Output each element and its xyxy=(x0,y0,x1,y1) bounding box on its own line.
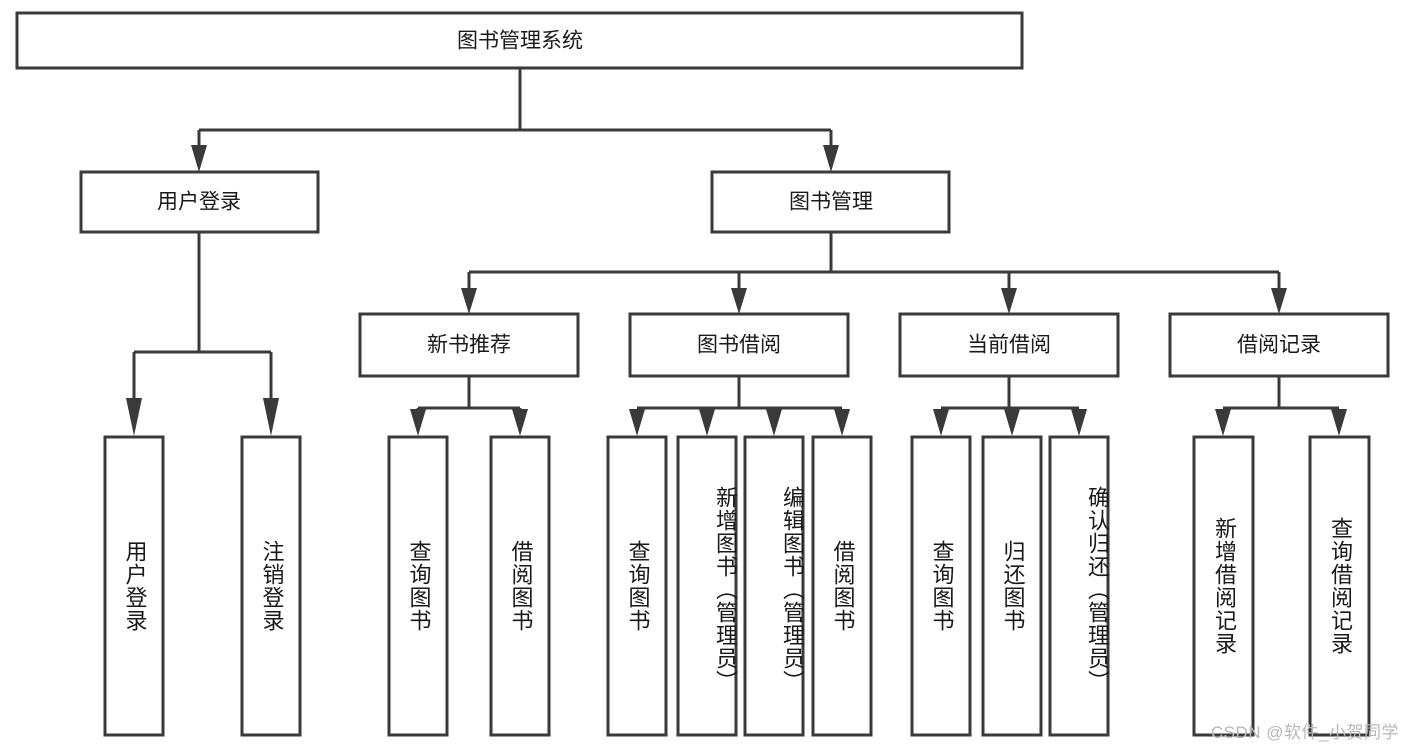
node-box-book-management[interactable] xyxy=(710,170,951,234)
node-box-leaf-query-book-2[interactable] xyxy=(606,435,668,737)
arrow-head-book-borrow xyxy=(731,288,747,314)
arrow-head-leaf-logout-login xyxy=(263,398,279,436)
arrow-head-leaf-return-book xyxy=(1004,409,1020,436)
node-box-user-login[interactable] xyxy=(79,170,320,234)
arrow-head-leaf-borrow-book-1 xyxy=(512,409,528,436)
node-box-leaf-return-book[interactable] xyxy=(981,435,1043,737)
arrow-head-leaf-confirm-return-admin xyxy=(1071,409,1087,436)
node-label-book-borrow: 图书借阅 xyxy=(697,334,781,357)
node-box-leaf-add-borrow-record[interactable] xyxy=(1192,435,1255,737)
node-box-leaf-borrow-book-1[interactable] xyxy=(489,435,551,737)
arrow-head-current-borrow xyxy=(1001,288,1017,314)
arrow-head-leaf-query-book-1 xyxy=(410,409,426,436)
connector-group-borrow-record-children xyxy=(1215,376,1347,436)
connector-group-book-management-children xyxy=(461,232,1287,314)
connector-group-root-to-level2 xyxy=(191,68,839,172)
arrow-head-user-login xyxy=(191,145,207,172)
arrow-head-leaf-borrow-book-2 xyxy=(834,409,850,436)
node-box-new-book-recommend[interactable] xyxy=(358,312,580,378)
arrow-head-leaf-query-borrow-record xyxy=(1331,409,1347,436)
node-label-borrow-record: 借阅记录 xyxy=(1237,334,1321,357)
node-label-new-book-recommend: 新书推荐 xyxy=(427,334,511,357)
node-box-leaf-query-book-3[interactable] xyxy=(910,435,972,737)
node-box-borrow-record[interactable] xyxy=(1168,312,1390,378)
connector-group-user-login-children xyxy=(126,232,279,436)
arrow-head-leaf-edit-book-admin xyxy=(766,409,782,436)
node-box-leaf-user-login[interactable] xyxy=(103,435,165,737)
node-box-leaf-confirm-return-admin[interactable] xyxy=(1048,435,1110,737)
arrow-head-leaf-user-login xyxy=(126,398,142,436)
node-label-current-borrow: 当前借阅 xyxy=(967,334,1051,357)
node-box-root[interactable] xyxy=(15,11,1024,70)
node-label-root: 图书管理系统 xyxy=(457,30,583,53)
node-box-current-borrow[interactable] xyxy=(898,312,1120,378)
node-label-user-login: 用户登录 xyxy=(157,191,241,214)
connector-group-current-borrow-children xyxy=(933,376,1087,436)
arrow-head-leaf-add-borrow-record xyxy=(1215,409,1231,436)
node-box-leaf-query-book-1[interactable] xyxy=(387,435,449,737)
node-box-leaf-logout-login[interactable] xyxy=(240,435,302,737)
arrow-head-new-book-recommend xyxy=(461,288,477,314)
connector-group-new-book-recommend-children xyxy=(410,376,528,436)
arrow-head-leaf-query-book-3 xyxy=(933,409,949,436)
node-box-leaf-borrow-book-2[interactable] xyxy=(811,435,873,737)
arrow-head-book-management xyxy=(823,145,839,172)
node-label-book-management: 图书管理 xyxy=(789,191,873,214)
node-box-leaf-add-book-admin[interactable] xyxy=(676,435,738,737)
arrow-head-leaf-add-book-admin xyxy=(699,409,715,436)
node-box-leaf-edit-book-admin[interactable] xyxy=(743,435,805,737)
arrow-head-borrow-record xyxy=(1271,288,1287,314)
arrow-head-leaf-query-book-2 xyxy=(629,409,645,436)
csdn-watermark: CSDN @软件_小贺同学 xyxy=(1210,723,1399,742)
connector-group-book-borrow-children xyxy=(629,376,850,436)
node-box-leaf-query-borrow-record[interactable] xyxy=(1308,435,1371,737)
node-box-book-borrow[interactable] xyxy=(628,312,850,378)
